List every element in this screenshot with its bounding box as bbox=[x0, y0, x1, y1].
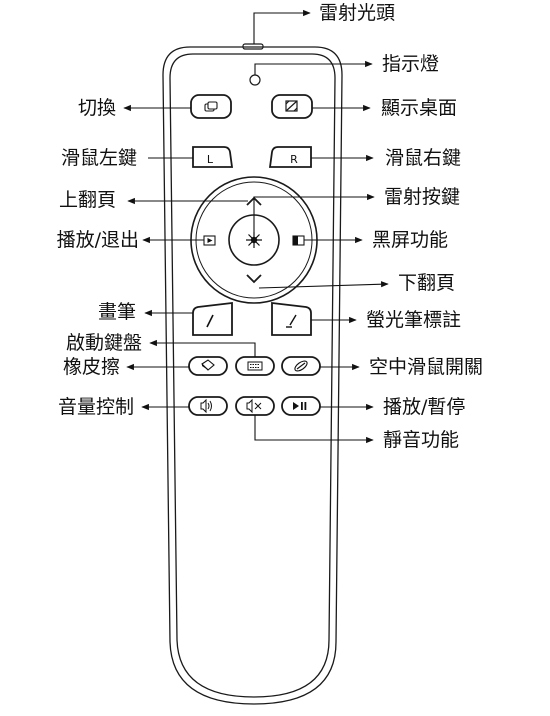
play-pause-icon bbox=[293, 402, 307, 410]
label-highlighter: 螢光筆標註 bbox=[366, 309, 462, 331]
label-laser-button: 雷射按鍵 bbox=[384, 186, 461, 208]
eraser-button[interactable] bbox=[188, 356, 228, 376]
label-play-exit: 播放/退出 bbox=[56, 229, 139, 251]
label-mute: 靜音功能 bbox=[383, 429, 460, 451]
pen-icon bbox=[206, 314, 214, 328]
mute-button[interactable] bbox=[235, 396, 275, 416]
eraser-icon bbox=[201, 359, 215, 371]
label-page-down: 下翻頁 bbox=[398, 272, 456, 294]
mouse-left-button-label: L bbox=[207, 153, 214, 166]
window-switch-icon bbox=[204, 101, 218, 112]
half-square-icon bbox=[293, 236, 298, 245]
label-air-mouse: 空中滑鼠開關 bbox=[369, 356, 484, 378]
chevron-down-icon[interactable] bbox=[246, 274, 262, 284]
volume-button[interactable] bbox=[188, 396, 228, 416]
label-eraser: 橡皮擦 bbox=[62, 356, 120, 378]
callout-laser-button bbox=[253, 193, 375, 232]
callout-laser-head bbox=[253, 9, 311, 44]
keyboard-button[interactable] bbox=[235, 356, 275, 376]
play-exit-button[interactable] bbox=[203, 235, 216, 246]
mouse-right-button[interactable]: R bbox=[268, 146, 312, 168]
laser-burst-icon bbox=[246, 232, 262, 248]
label-switch: 切換 bbox=[77, 97, 116, 119]
label-page-up: 上翻頁 bbox=[58, 189, 116, 211]
label-keyboard: 啟動鍵盤 bbox=[65, 332, 142, 354]
black-screen-button[interactable] bbox=[292, 235, 305, 246]
indicator-led bbox=[249, 74, 261, 86]
play-box-icon bbox=[207, 238, 213, 243]
mute-icon bbox=[246, 398, 262, 414]
label-mouse-left: 滑鼠左鍵 bbox=[60, 147, 137, 169]
mouse-left-button[interactable]: L bbox=[192, 146, 234, 168]
label-indicator: 指示燈 bbox=[382, 53, 440, 75]
callout-page-down bbox=[258, 281, 389, 289]
label-show-desktop: 顯示桌面 bbox=[381, 97, 458, 119]
mouse-icon bbox=[294, 360, 308, 372]
label-black-screen: 黑屏功能 bbox=[372, 229, 449, 251]
desktop-icon bbox=[285, 100, 298, 112]
label-mouse-right: 滑鼠右鍵 bbox=[385, 147, 462, 169]
show-desktop-button[interactable] bbox=[271, 94, 313, 119]
callout-keyboard bbox=[149, 339, 256, 357]
callout-indicator bbox=[254, 60, 373, 75]
keyboard-icon bbox=[247, 361, 263, 371]
switch-button[interactable] bbox=[190, 94, 232, 119]
laser-head bbox=[242, 43, 264, 50]
play-pause-button[interactable] bbox=[281, 396, 321, 416]
mouse-right-button-label: R bbox=[290, 153, 298, 166]
callout-lines bbox=[123, 9, 389, 444]
highlighter-button[interactable] bbox=[271, 301, 312, 336]
highlighter-icon bbox=[286, 314, 297, 328]
label-volume: 音量控制 bbox=[57, 396, 134, 418]
label-laser-head: 雷射光頭 bbox=[319, 2, 396, 24]
remote-body bbox=[162, 46, 343, 705]
label-play-pause: 播放/暫停 bbox=[383, 396, 466, 418]
air-mouse-button[interactable] bbox=[281, 356, 321, 376]
callout-mute bbox=[254, 415, 374, 444]
pen-button[interactable] bbox=[192, 301, 233, 336]
volume-icon bbox=[200, 398, 212, 414]
label-draw: 畫筆 bbox=[97, 301, 136, 323]
